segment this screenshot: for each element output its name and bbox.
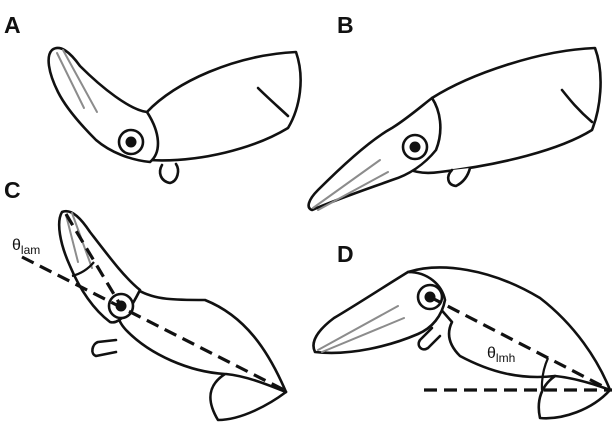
squid-c-funnel	[92, 340, 116, 356]
panel-a: A	[4, 12, 301, 183]
squid-b-funnel	[448, 168, 470, 186]
angle-label-lam: θlam	[12, 237, 40, 257]
panel-d: D θlmh	[314, 241, 612, 418]
panel-label-d: D	[337, 241, 354, 267]
squid-a-funnel	[160, 164, 178, 183]
squid-c-mantle	[118, 290, 286, 420]
panel-label-c: C	[4, 177, 21, 203]
angle-symbol-lmh: θ	[487, 345, 496, 362]
squid-b	[309, 48, 601, 210]
squid-b-pupil	[410, 142, 421, 153]
squid-c	[22, 211, 288, 420]
panel-label-b: B	[337, 12, 354, 38]
angle-subscript-lam: lam	[21, 243, 40, 257]
panel-c: C θlam	[4, 177, 288, 420]
squid-a-pupil	[126, 137, 137, 148]
panel-label-a: A	[4, 12, 21, 38]
angle-symbol-lam: θ	[12, 237, 21, 254]
squid-d	[314, 268, 612, 419]
panel-b: B	[309, 12, 601, 210]
squid-a	[49, 48, 301, 183]
angle-subscript-lmh: lmh	[496, 351, 515, 365]
